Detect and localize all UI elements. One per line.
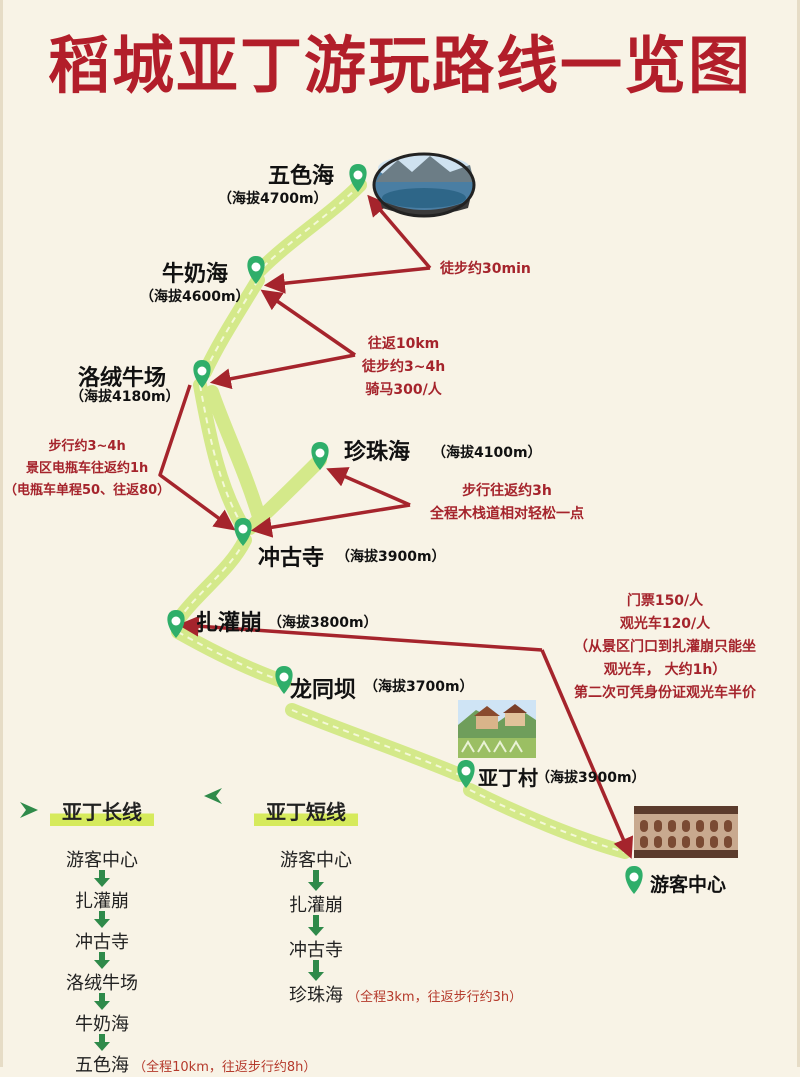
- map-pin-icon: [311, 442, 329, 470]
- down-arrow-icon: [94, 1034, 110, 1051]
- route-step: 游客中心: [66, 850, 138, 871]
- map-pin-icon: [193, 360, 211, 388]
- route-total-note: （全程10km，往返步行约8h）: [129, 1060, 317, 1075]
- visitor-center-building-icon: [634, 806, 738, 858]
- note-ticket: 门票150/人 观光车120/人 （从景区门口到扎灌崩只能坐 观光车， 大约1h…: [574, 593, 756, 701]
- place-niunai: 牛奶海: [162, 262, 229, 287]
- place-longtong: 龙同坝: [290, 678, 357, 703]
- route-step: 扎灌崩: [75, 891, 129, 912]
- place-chonggu-altitude: （海拔3900m）: [336, 549, 446, 565]
- triangle-pointer-icon: [20, 802, 38, 818]
- down-arrow-icon: [94, 993, 110, 1010]
- route-step: 五色海 （全程10km，往返步行约8h）: [75, 1055, 317, 1076]
- down-arrow-icon: [308, 960, 324, 981]
- place-wuse-altitude: （海拔4700m）: [218, 191, 328, 207]
- place-niunai-altitude: （海拔4600m）: [140, 289, 250, 305]
- triangle-pointer-icon: [204, 788, 222, 804]
- map-pin-icon: [349, 164, 367, 192]
- route-step: 洛绒牛场: [66, 973, 138, 994]
- map-pin-icon: [234, 518, 252, 546]
- place-yading: 亚丁村: [478, 766, 538, 790]
- down-arrow-icon: [308, 915, 324, 936]
- map-pin-icon: [625, 866, 643, 894]
- note-walk-30min: 徒步约30min: [440, 261, 531, 277]
- map-pin-icon: [167, 610, 185, 638]
- place-longtong-altitude: （海拔3700m）: [364, 679, 474, 695]
- lake-photo-icon: [372, 152, 476, 218]
- down-arrow-icon: [94, 911, 110, 928]
- short-route-title: 亚丁短线: [254, 798, 358, 826]
- route-step: 珍珠海 （全程3km，往返步行约3h）: [289, 985, 523, 1006]
- route-total-note: （全程3km，往返步行约3h）: [343, 990, 523, 1005]
- route-step: 游客中心: [280, 850, 352, 871]
- place-zhaguan: 扎灌崩: [196, 611, 263, 636]
- place-zhenzhu-altitude: （海拔4100m）: [432, 445, 542, 461]
- note-left-walk: 步行约3~4h 景区电瓶车往返约1h （电瓶车单程50、往返80）: [4, 439, 171, 498]
- note-roundtrip: 往返10km 徒步约3~4h 骑马300/人: [362, 336, 446, 398]
- long-route-title: 亚丁长线: [50, 798, 154, 826]
- map-pin-icon: [275, 666, 293, 694]
- place-yading-altitude: （海拔3900m）: [536, 770, 646, 786]
- route-step: 牛奶海: [75, 1014, 129, 1035]
- page-title: 稻城亚丁游玩路线一览图: [47, 29, 752, 102]
- route-step: 冲古寺: [75, 932, 129, 953]
- place-zhenzhu: 珍珠海: [344, 440, 411, 465]
- map-pin-icon: [247, 256, 265, 284]
- route-step: 冲古寺: [289, 940, 343, 961]
- down-arrow-icon: [308, 870, 324, 891]
- place-wuse: 五色海: [268, 164, 335, 189]
- route-arrows: [158, 194, 634, 859]
- down-arrow-icon: [94, 870, 110, 887]
- village-photo-icon: [458, 700, 536, 758]
- place-luorong-altitude: （海拔4180m）: [70, 389, 180, 405]
- place-chonggu: 冲古寺: [258, 546, 325, 571]
- down-arrow-icon: [94, 952, 110, 969]
- route-step: 扎灌崩: [289, 895, 343, 916]
- place-visitor-center: 游客中心: [650, 874, 727, 896]
- note-pearl-lake: 步行往返约3h 全程木栈道相对轻松一点: [430, 483, 584, 522]
- map-pin-icon: [457, 760, 475, 788]
- place-luorong: 洛绒牛场: [78, 366, 167, 391]
- place-zhaguan-altitude: （海拔3800m）: [268, 615, 378, 631]
